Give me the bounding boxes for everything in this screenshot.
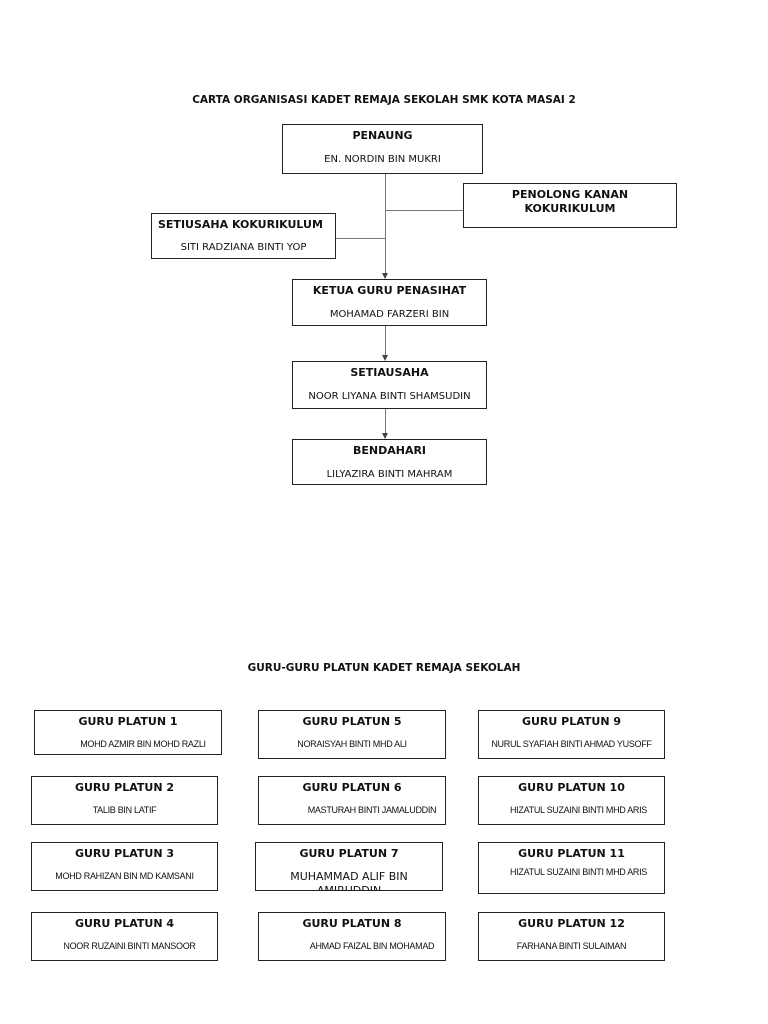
person-name: HIZATUL SUZAINI BINTI MHD ARIS: [509, 805, 647, 815]
person-name: SITI RADZIANA BINTI YOP: [180, 242, 307, 253]
role-label: GURU PLATUN 4: [74, 917, 175, 930]
platun-box: GURU PLATUN 6 MASTURAH BINTI JAMALUDDIN: [258, 776, 446, 825]
platun-box: GURU PLATUN 10 HIZATUL SUZAINI BINTI MHD …: [478, 776, 665, 825]
penaung-box: PENAUNG EN. NORDIN BIN MUKRI: [282, 124, 483, 174]
person-name: LILYAZIRA BINTI MAHRAM: [326, 469, 453, 480]
role-label: GURU PLATUN 1: [78, 715, 178, 728]
person-name: AHMAD FAIZAL BIN MOHAMAD: [309, 941, 435, 951]
connector-line: [385, 325, 386, 355]
person-name: MOHD RAHIZAN BIN MD KAMSANI: [55, 871, 194, 881]
role-label: KETUA GURU PENASIHAT: [312, 284, 467, 297]
platun-box: GURU PLATUN 12 FARHANA BINTI SULAIMAN: [478, 912, 665, 961]
platun-box: GURU PLATUN 2 TALIB BIN LATIF: [31, 776, 218, 825]
role-label: GURU PLATUN 5: [302, 715, 402, 728]
person-name: TALIB BIN LATIF: [92, 805, 157, 815]
role-label: BENDAHARI: [352, 444, 427, 457]
role-label: PENAUNG: [352, 129, 413, 142]
setiusaha-kokurikulum-box: SETIUSAHA KOKURIKULUM SITI RADZIANA BINT…: [151, 213, 336, 259]
person-name: HIZATUL SUZAINI BINTI MHD ARIS: [509, 867, 647, 877]
role-label: GURU PLATUN 7: [299, 847, 399, 860]
person-name: NOOR RUZAINI BINTI MANSOOR: [63, 941, 196, 951]
role-label: PENOLONG KANAN KOKURIKULUM: [511, 188, 629, 215]
platun-box: GURU PLATUN 7 MUHAMMAD ALIF BIN AMIRUDDIN: [255, 842, 443, 891]
chart-title: CARTA ORGANISASI KADET REMAJA SEKOLAH SM…: [192, 94, 576, 106]
person-name: EN. NORDIN BIN MUKRI: [324, 154, 441, 165]
role-label: SETIUSAHA KOKURIKULUM: [158, 218, 323, 231]
penolong-box: PENOLONG KANAN KOKURIKULUM: [463, 183, 677, 228]
role-label: GURU PLATUN 11: [518, 847, 625, 860]
role-label: GURU PLATUN 12: [518, 917, 625, 930]
platun-box: GURU PLATUN 1 MOHD AZMIR BIN MOHD RAZLI: [34, 710, 222, 755]
role-label: GURU PLATUN 3: [74, 847, 175, 860]
arrow-head: [382, 433, 388, 439]
person-name: MUHAMMAD ALIF BIN AMIRUDDIN: [290, 870, 408, 891]
platun-box: GURU PLATUN 3 MOHD RAHIZAN BIN MD KAMSANI: [31, 842, 218, 891]
arrow-head: [382, 273, 388, 279]
platun-title: GURU-GURU PLATUN KADET REMAJA SEKOLAH: [247, 662, 521, 674]
connector-line: [385, 210, 463, 211]
role-label: SETIAUSAHA: [350, 366, 429, 379]
person-name: MOHAMAD FARZERI BIN: [329, 309, 450, 320]
platun-box: GURU PLATUN 8 AHMAD FAIZAL BIN MOHAMAD: [258, 912, 446, 961]
person-name: FARHANA BINTI SULAIMAN: [516, 941, 627, 951]
role-label: GURU PLATUN 10: [518, 781, 625, 794]
connector-line: [385, 173, 386, 273]
person-name: MASTURAH BINTI JAMALUDDIN: [307, 805, 437, 815]
person-name: MOHD AZMIR BIN MOHD RAZLI: [80, 739, 206, 749]
ketua-box: KETUA GURU PENASIHAT MOHAMAD FARZERI BIN: [292, 279, 487, 326]
arrow-head: [382, 355, 388, 361]
role-label: GURU PLATUN 2: [74, 781, 175, 794]
platun-box: GURU PLATUN 9 NURUL SYAFIAH BINTI AHMAD Y…: [478, 710, 665, 759]
person-name: NORAISYAH BINTI MHD ALI: [297, 739, 407, 749]
platun-box: GURU PLATUN 4 NOOR RUZAINI BINTI MANSOOR: [31, 912, 218, 961]
bendahari-box: BENDAHARI LILYAZIRA BINTI MAHRAM: [292, 439, 487, 485]
connector-line: [385, 408, 386, 433]
person-name: NOOR LIYANA BINTI SHAMSUDIN: [308, 391, 471, 402]
platun-box: GURU PLATUN 11 HIZATUL SUZAINI BINTI MHD …: [478, 842, 665, 894]
role-label: GURU PLATUN 9: [521, 715, 622, 728]
role-label: GURU PLATUN 8: [302, 917, 402, 930]
setiausaha-box: SETIAUSAHA NOOR LIYANA BINTI SHAMSUDIN: [292, 361, 487, 409]
person-name: NURUL SYAFIAH BINTI AHMAD YUSOFF: [491, 739, 652, 749]
connector-line: [335, 238, 385, 239]
platun-box: GURU PLATUN 5 NORAISYAH BINTI MHD ALI: [258, 710, 446, 759]
role-label: GURU PLATUN 6: [302, 781, 402, 794]
